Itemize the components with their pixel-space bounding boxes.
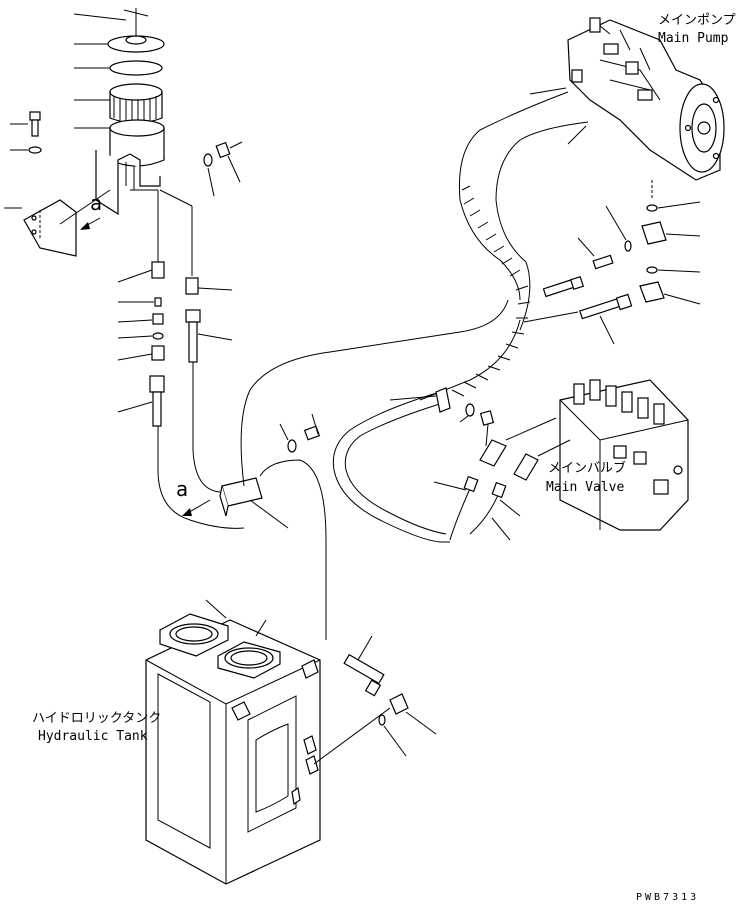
hydraulic-tank-en: Hydraulic Tank	[38, 729, 148, 744]
valve-hose-fitting-2	[513, 453, 539, 481]
main-pump-jp: メインポンプ	[658, 13, 736, 28]
left-fitting-stack	[117, 141, 243, 427]
valve-hose-fitting-1	[479, 439, 507, 467]
hydraulic-tank	[145, 599, 321, 885]
left-hose-1	[157, 426, 245, 529]
valve-loop-hose-inner	[344, 401, 447, 535]
tank-line	[259, 459, 327, 640]
tank-inlet-fittings	[313, 635, 437, 765]
valve-loop-hose-outer	[332, 391, 450, 543]
main-valve	[559, 379, 689, 531]
return-line	[240, 299, 509, 487]
main-valve-jp: メインバルブ	[548, 460, 626, 476]
main-valve-en: Main Valve	[546, 480, 624, 495]
pump-hose-1	[458, 91, 569, 301]
hydraulic-tank-jp: ハイドロリックタンク	[32, 711, 161, 726]
left-hose-2	[192, 362, 221, 493]
loop-clamp	[435, 387, 451, 413]
hose-clamp	[219, 413, 321, 529]
view-marker-upper: a	[90, 191, 102, 215]
drawing-code: PWB7313	[636, 892, 699, 903]
pump-hose-2	[495, 121, 589, 331]
valve-hose-2	[469, 489, 501, 535]
pump-fittings	[542, 201, 701, 345]
filter-assembly	[4, 8, 165, 257]
main-pump	[567, 17, 725, 200]
pump-hose-guard	[419, 319, 521, 401]
valve-hose-1	[449, 483, 473, 541]
main-pump-en: Main Pump	[658, 31, 729, 46]
view-marker-lower: a	[176, 477, 188, 501]
